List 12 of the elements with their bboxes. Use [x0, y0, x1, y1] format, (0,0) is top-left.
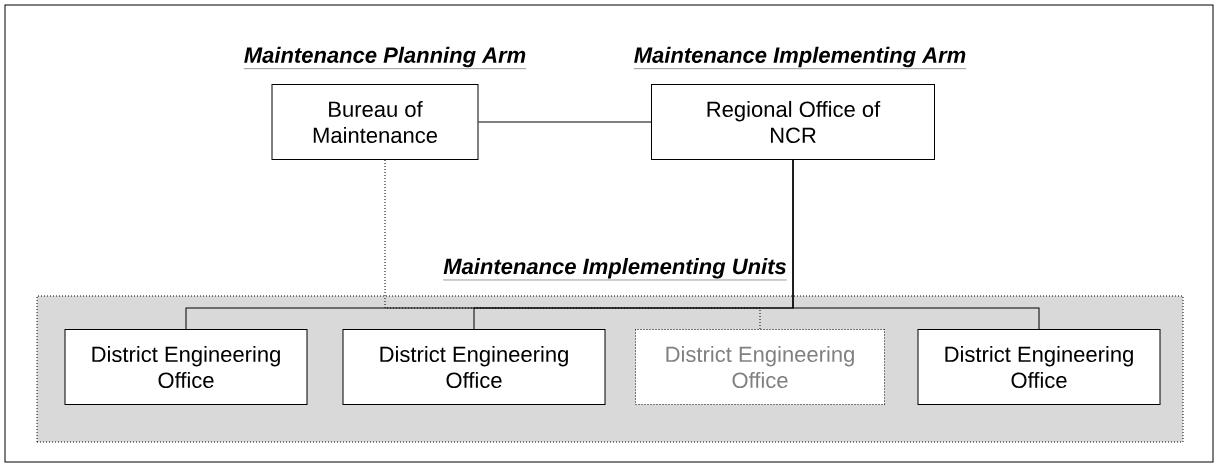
office-box: District Engineering Office — [917, 329, 1161, 405]
connector-line — [384, 159, 761, 330]
arm-heading: Maintenance Planning Arm — [243, 46, 527, 69]
office-box: District Engineering Office — [635, 329, 885, 405]
connector-line — [478, 121, 652, 123]
arm-heading: Maintenance Implementing Arm — [633, 46, 967, 69]
office-box: District Engineering Office — [342, 329, 606, 405]
office-box: District Engineering Office — [64, 329, 308, 405]
office-box: Regional Office of NCR — [651, 84, 935, 160]
connector-line — [792, 159, 1040, 330]
office-box: Bureau of Maintenance — [271, 84, 479, 160]
node-label: Maintenance Implementing Units — [443, 258, 786, 279]
